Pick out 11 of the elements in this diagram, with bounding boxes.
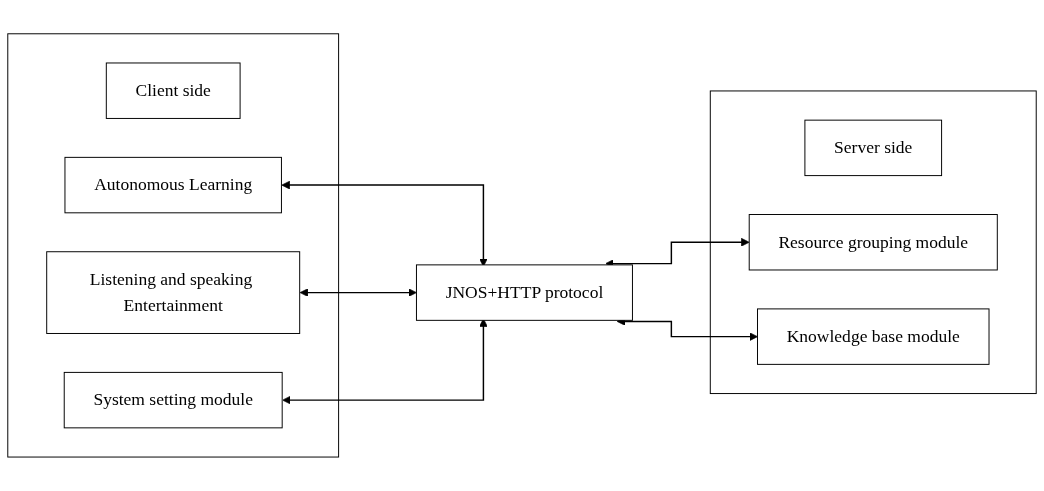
cluster bbox=[7, 33, 340, 458]
node-box: System setting module bbox=[63, 372, 283, 429]
node-box: Client side bbox=[105, 62, 241, 119]
arrow bbox=[299, 288, 417, 297]
node-box: JNOS+HTTP protocol bbox=[415, 264, 633, 321]
node-box: Resource grouping module bbox=[748, 214, 998, 271]
cluster bbox=[709, 90, 1037, 395]
node-box: Server side bbox=[804, 119, 943, 177]
node-box: Knowledge base module bbox=[757, 308, 990, 365]
node-box: Listening and speaking Entertainment bbox=[46, 251, 301, 335]
node-box: Autonomous Learning bbox=[64, 156, 282, 214]
